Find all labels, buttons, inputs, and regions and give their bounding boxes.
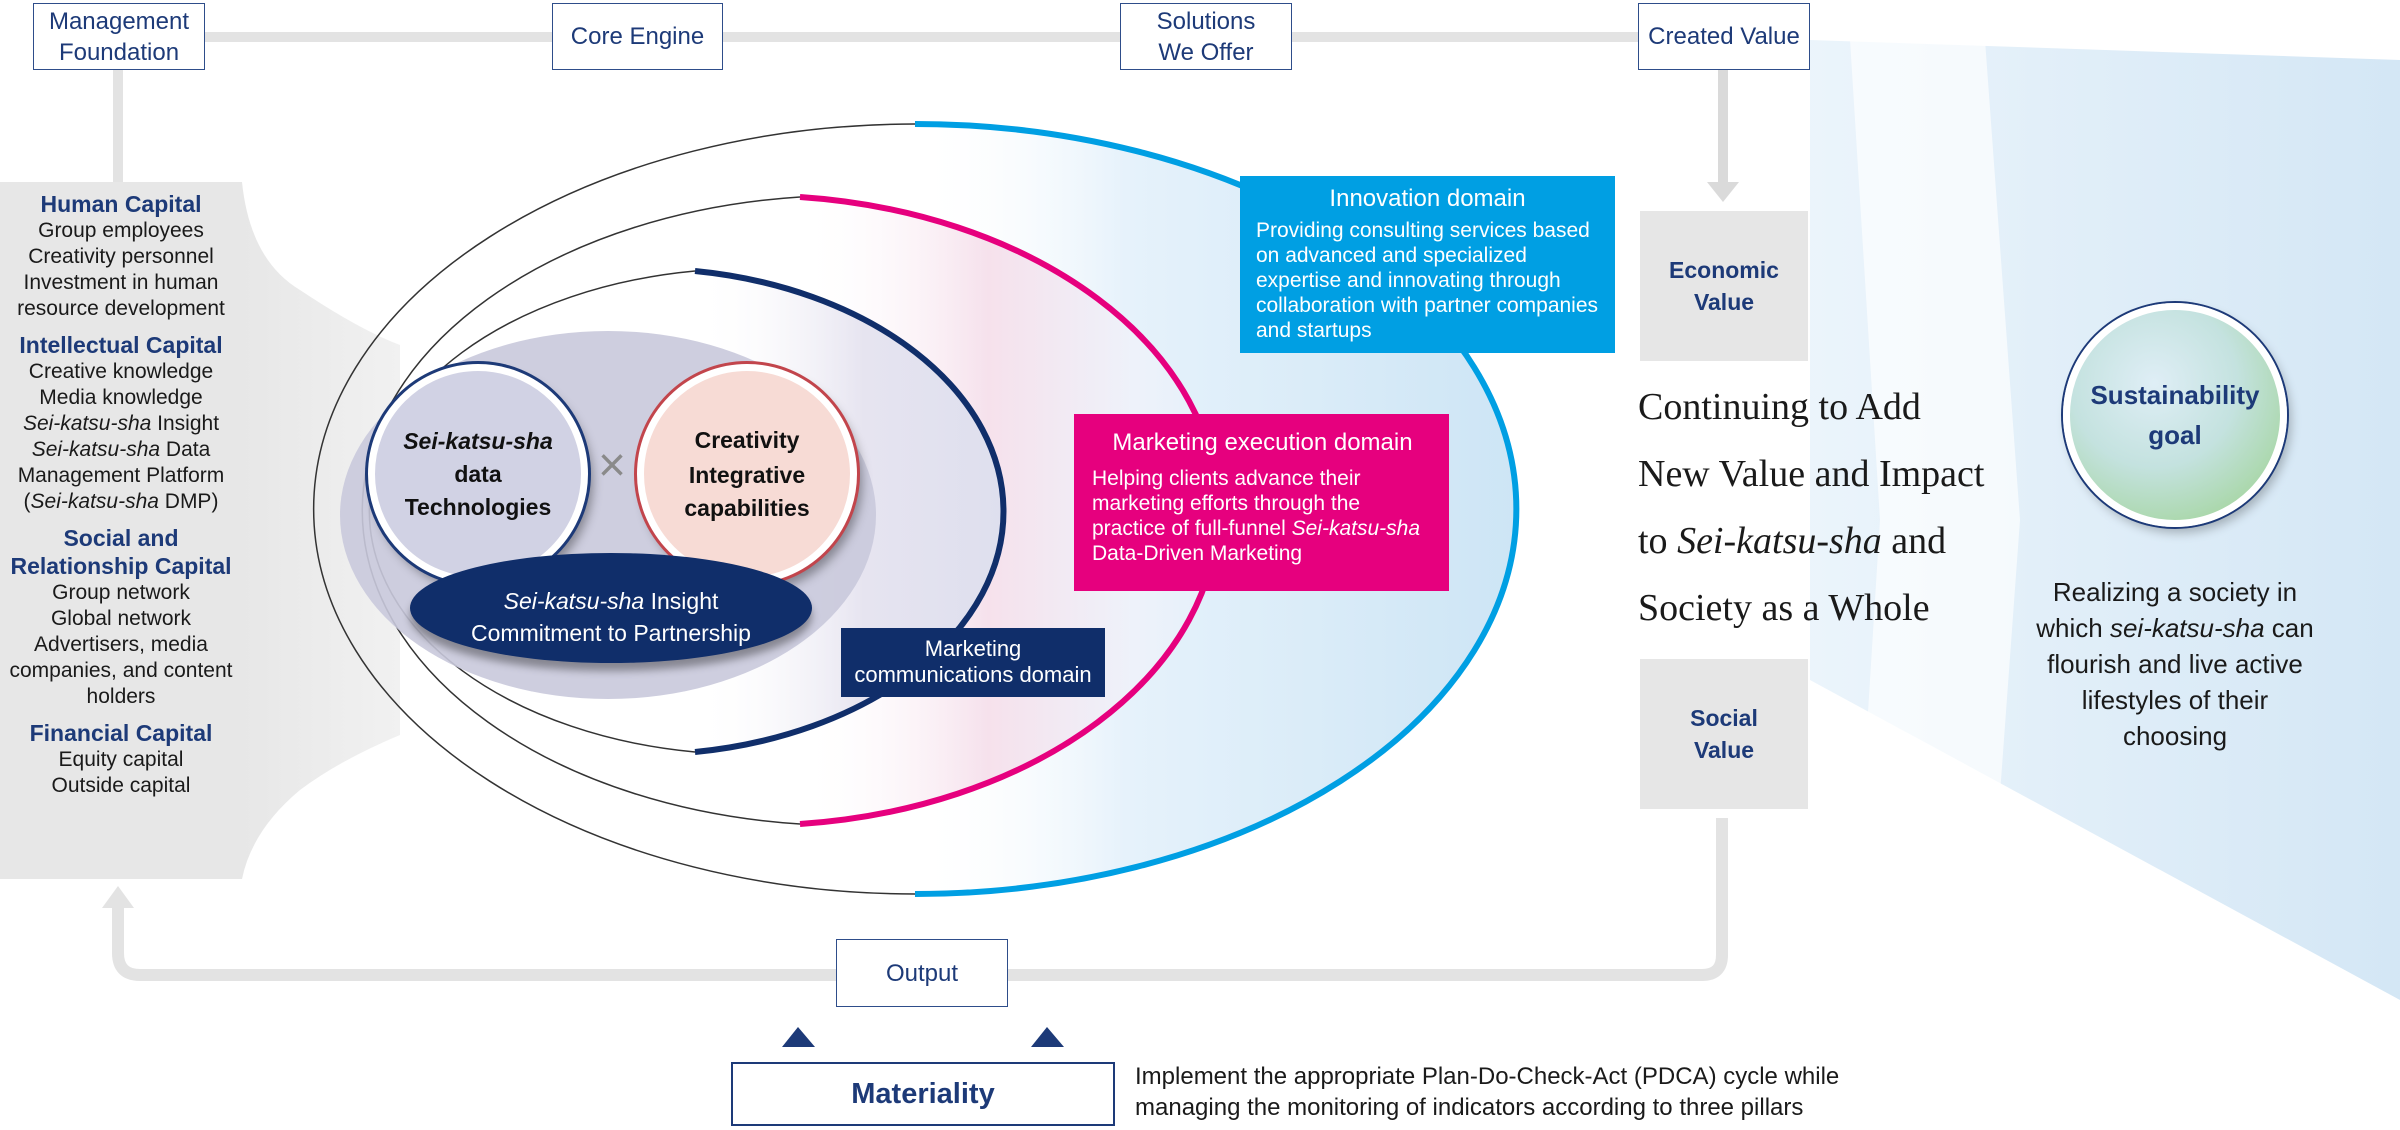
data-circle-line1: Sei-katsu-sha xyxy=(403,427,553,454)
data-technologies-circle: Sei-katsu-sha data Technologies xyxy=(368,364,588,584)
capital-title: Social and Relationship Capital xyxy=(10,525,232,579)
marketing-communications-domain: Marketing communications domain xyxy=(841,628,1105,697)
created-value-connector xyxy=(1718,70,1728,186)
headline-line1: Continuing to Add xyxy=(1638,386,1921,428)
data-circle-line3: Technologies xyxy=(404,493,552,520)
insight-line1: Sei-katsu-sha Insight xyxy=(503,588,719,614)
feedback-arrow xyxy=(102,886,134,908)
value-chevron xyxy=(1850,40,2020,1000)
data-circle-line2: data xyxy=(454,460,502,487)
materiality-box: Materiality xyxy=(731,1062,1115,1126)
innovation-desc: Providing consulting services based on a… xyxy=(1256,219,1599,342)
outline-innovation xyxy=(312,123,916,895)
capital-item: Management Platform xyxy=(17,464,225,487)
materiality-arrow-right xyxy=(1031,1027,1064,1047)
created-value-arrow xyxy=(1707,182,1739,202)
capital-item: companies, and content xyxy=(9,659,233,682)
creativity-circle: Creativity Integrative capabilities xyxy=(637,364,857,584)
innovation-domain: Innovation domain Providing consulting s… xyxy=(1240,176,1615,353)
header-created-value: Created Value xyxy=(1638,3,1810,70)
capital-item: Sei-katsu-sha Data xyxy=(31,438,211,461)
capital-item: Creativity personnel xyxy=(28,245,214,268)
sustainability-goal-circle: Sustainability goal xyxy=(2063,303,2287,527)
creativity-circle-line3: capabilities xyxy=(684,494,810,521)
creativity-circle-line1: Creativity xyxy=(694,426,800,453)
header-core-engine: Core Engine xyxy=(552,3,723,70)
output-box: Output xyxy=(836,939,1008,1007)
capital-item: (Sei-katsu-sha DMP) xyxy=(23,490,219,513)
value-headline: Continuing to Add New Value and Impact t… xyxy=(1638,374,2018,642)
innovation-title: Innovation domain xyxy=(1329,185,1526,212)
capital-item: Advertisers, media xyxy=(34,633,208,656)
social-value-box: Social Value xyxy=(1640,659,1808,809)
headline-line2: New Value and Impact xyxy=(1638,453,1985,495)
capital-title: Intellectual Capital xyxy=(19,332,223,358)
header-solutions-we-offer: Solutions We Offer xyxy=(1120,3,1292,70)
insight-ellipse: Sei-katsu-sha Insight Commitment to Part… xyxy=(410,553,812,663)
marketing-execution-title: Marketing execution domain xyxy=(1112,429,1413,456)
insight-line2: Commitment to Partnership xyxy=(471,620,751,646)
capital-item: Investment in human xyxy=(23,271,219,294)
marketing-execution-domain: Marketing execution domain Helping clien… xyxy=(1074,414,1449,591)
capital-item: Equity capital xyxy=(58,748,184,771)
economic-value-box: Economic Value xyxy=(1640,211,1808,361)
capital-title: Human Capital xyxy=(40,191,202,217)
capital-item: Creative knowledge xyxy=(28,360,214,383)
capital-title: Financial Capital xyxy=(29,720,213,746)
capital-item: holders xyxy=(86,685,156,708)
capital-item: Outside capital xyxy=(51,774,191,797)
capital-item: Group network xyxy=(52,581,190,604)
capital-item: Media knowledge xyxy=(39,386,203,409)
headline-line4: Society as a Whole xyxy=(1638,587,1930,629)
times-symbol: × xyxy=(597,439,627,492)
capital-item: Global network xyxy=(50,607,192,630)
capital-item: resource development xyxy=(17,297,225,320)
creativity-circle-line2: Integrative xyxy=(688,461,806,488)
headline-line3: to Sei-katsu-sha and xyxy=(1638,520,1947,562)
innovation-arc xyxy=(914,121,1520,897)
materiality-arrow-left xyxy=(782,1027,815,1047)
sustainability-desc: Realizing a society in which sei-katsu-s… xyxy=(2036,577,2314,751)
capital-item: Sei-katsu-sha Insight xyxy=(22,412,220,435)
capital-funnel xyxy=(242,182,400,879)
marketing-execution-desc: Helping clients advance their marketing … xyxy=(1092,467,1420,565)
header-management-foundation: Management Foundation xyxy=(33,3,205,70)
capital-item: Group employees xyxy=(38,219,204,242)
marcom-arc xyxy=(694,268,1007,755)
top-connector xyxy=(118,32,1728,42)
pdca-description: Implement the appropriate Plan-Do-Check-… xyxy=(1135,1063,1840,1121)
foundation-connector xyxy=(113,70,123,182)
